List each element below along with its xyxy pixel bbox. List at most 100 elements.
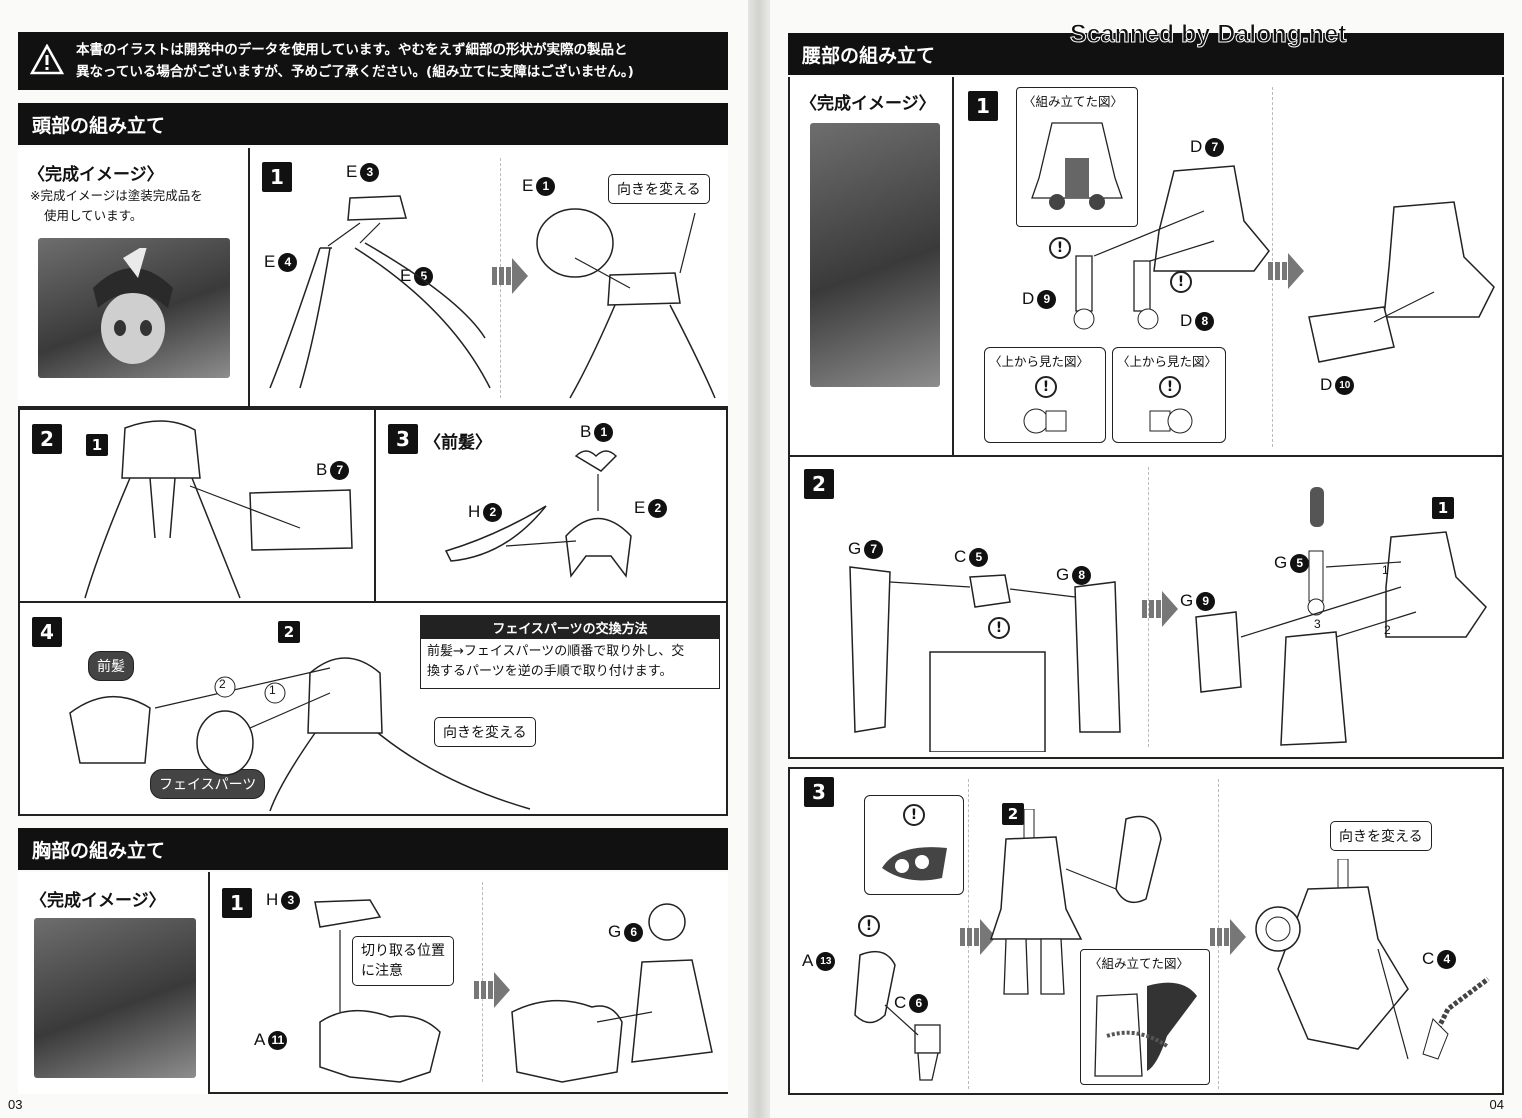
caution-view-box: !: [864, 795, 964, 895]
warning-triangle-icon: [30, 44, 64, 75]
assembled-waist-mini: [1031, 122, 1123, 210]
completed-image-label: 〈完成イメージ〉: [800, 94, 936, 114]
exclamation-icon: !: [1170, 271, 1192, 293]
face-swap-info-title: フェイスパーツの交換方法: [421, 616, 719, 639]
page-number-right: 04: [1489, 1097, 1504, 1112]
order-2: 2: [1384, 623, 1391, 637]
right-page: 腰部の組み立て Scanned by Dalong.net 〈完成イメージ〉 1…: [770, 0, 1522, 1118]
waist-completed-box: 〈完成イメージ〉: [788, 77, 952, 457]
face-swap-info-line2: 換するパーツを逆の手順で取り付けます。: [427, 664, 673, 679]
warning-bar: 本書のイラストは開発中のデータを使用しています。やむをえず細部の形状が実際の製品…: [18, 32, 728, 90]
exclamation-icon: !: [1035, 376, 1057, 398]
page-number-left: 03: [8, 1097, 23, 1112]
chest-photo: [34, 918, 196, 1078]
warning-line-2: 異なっている場合がございますが、予めご了承ください。(組み立てに支障はございませ…: [76, 64, 634, 80]
head-step4-box: 4 2 前髪 フェイスパーツ 2 1 フェイスパーツの交換方法 前髪→フェイスパ…: [18, 601, 728, 816]
front-hair-tag: 前髪: [88, 651, 134, 681]
exclamation-icon: !: [988, 617, 1010, 639]
head-back-drawing: [84, 420, 353, 599]
arm-turned-drawing: [1255, 859, 1490, 1060]
assembled-view-label: 〈組み立てた図〉: [1023, 94, 1124, 109]
book-fold: [748, 0, 770, 1118]
head-turned-drawing: [536, 208, 716, 399]
arm-parts-drawing: [854, 950, 941, 1081]
chest-completed-box: 〈完成イメージ〉: [18, 872, 208, 1094]
body-arm-drawing: [989, 809, 1162, 995]
chest-section-title: 胸部の組み立て: [18, 828, 728, 870]
exclamation-icon: !: [1159, 376, 1181, 398]
top-view-shape: [1023, 408, 1067, 434]
order-2: 2: [219, 677, 226, 691]
completed-note-2: 使用しています。: [44, 208, 143, 223]
face-swap-drawing: [69, 657, 531, 812]
waist-parts-drawing: [1073, 165, 1270, 330]
change-direction-callout: 向きを変える: [1330, 821, 1432, 851]
waist-section-title: 腰部の組み立て: [788, 33, 1504, 75]
chest-assembled-drawing: [511, 903, 713, 1083]
completed-note-1: ※完成イメージは塗装完成品を: [30, 188, 203, 203]
face-swap-info-box: フェイスパーツの交換方法 前髪→フェイスパーツの順番で取り外し、交 換するパーツ…: [420, 615, 720, 689]
cut-position-callout: 切り取る位置に注意: [352, 936, 454, 986]
order-1: 1: [269, 683, 276, 697]
exclamation-icon: !: [1049, 237, 1071, 259]
assembled-view-box: 〈組み立てた図〉: [1016, 87, 1138, 227]
joint-detail-drawing: [882, 847, 947, 881]
waist-assembled-drawing: [1308, 201, 1495, 363]
change-direction-callout: 向きを変える: [434, 717, 536, 747]
assembled-view-box: 〈組み立てた図〉: [1080, 949, 1210, 1085]
step-number: 4: [32, 617, 62, 647]
change-direction-callout: 向きを変える: [608, 174, 710, 204]
head-photo-face: [93, 248, 173, 364]
top-view-label: 〈上から見た図〉: [1117, 354, 1218, 369]
top-view-shape: [1149, 408, 1193, 434]
assembly-arrow-icon: [1210, 919, 1246, 955]
ref-step: 1: [1432, 497, 1454, 519]
step-number: 3: [388, 424, 418, 454]
assembly-arrow-icon: [1142, 591, 1178, 627]
face-swap-info-line1: 前髪→フェイスパーツの順番で取り外し、交: [427, 644, 685, 659]
assembly-arrow-icon: [492, 258, 528, 294]
ref-step: 1: [86, 434, 108, 456]
order-3: 3: [1314, 617, 1321, 631]
head-section-title: 頭部の組み立て: [18, 103, 728, 145]
exclamation-icon: !: [858, 915, 880, 937]
top-view-box-2: 〈上から見た図〉 !: [1112, 347, 1226, 443]
face-parts-tag: フェイスパーツ: [150, 769, 266, 799]
chest-parts-drawing: [314, 899, 441, 1083]
waist-photo: [810, 123, 940, 387]
ref-step: 2: [278, 621, 300, 643]
ref-step: 2: [1002, 803, 1024, 825]
assembly-arrow-icon: [960, 919, 996, 955]
top-view-box-1: 〈上から見た図〉 !: [984, 347, 1106, 443]
front-hair-drawing: [444, 450, 632, 578]
scan-watermark: Scanned by Dalong.net: [1069, 20, 1347, 49]
chest-completed-label: 〈完成イメージ〉: [30, 891, 166, 911]
front-hair-title: 〈前髪〉: [424, 433, 492, 453]
step-number: 2: [804, 469, 834, 499]
step-number: 1: [968, 91, 998, 121]
step-number: 3: [804, 777, 834, 807]
